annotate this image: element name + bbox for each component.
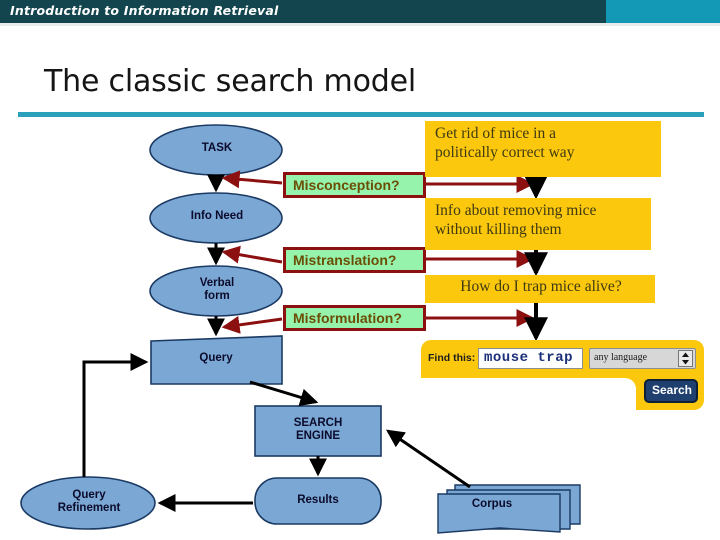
node-results — [254, 477, 382, 525]
search-input-value[interactable]: mouse trap — [484, 350, 574, 366]
search-button-label[interactable]: Search — [651, 383, 693, 397]
arrow-refinement-to-query — [82, 353, 149, 477]
page-title: The classic search model — [44, 64, 416, 99]
error-box-mistranslation: Mistranslation? — [283, 247, 426, 273]
node-query — [150, 335, 283, 385]
search-button[interactable] — [644, 379, 698, 403]
search-input[interactable] — [478, 348, 583, 369]
node-info-need — [149, 192, 283, 244]
node-verbal-form — [149, 265, 283, 317]
header-band-dark — [0, 0, 606, 23]
find-this-label: Find this: — [428, 352, 476, 364]
arrow-corpus-to-engine-line — [386, 429, 471, 489]
language-select[interactable] — [589, 348, 696, 369]
error-box-misconception: Misconception? — [283, 172, 426, 198]
error-box-misformulation: Misformulation? — [283, 305, 426, 331]
arrow-query-to-engine — [249, 380, 319, 407]
node-search-engine — [254, 405, 382, 457]
header-shadow — [0, 23, 720, 26]
arrow-misformulation-to-pipeline — [221, 315, 283, 334]
spinner-arrows-icon[interactable] — [678, 350, 693, 367]
node-query-refinement — [20, 476, 156, 530]
arrow-mistranslation-to-pipeline — [221, 245, 283, 264]
node-corpus-sheet-1 — [437, 493, 561, 534]
example-box-task: Get rid of mice in a politically correct… — [425, 121, 661, 177]
node-task — [149, 124, 283, 176]
language-select-value[interactable]: any language — [594, 352, 648, 363]
arrow-misconception-to-pipeline — [221, 170, 283, 189]
example-box-info-need: Info about removing mice without killing… — [425, 198, 651, 250]
course-title: Introduction to Information Retrieval — [10, 3, 279, 18]
search-widget-notch — [421, 378, 636, 410]
title-underline — [18, 112, 704, 117]
example-box-verbal-form: How do I trap mice alive? — [425, 275, 655, 303]
